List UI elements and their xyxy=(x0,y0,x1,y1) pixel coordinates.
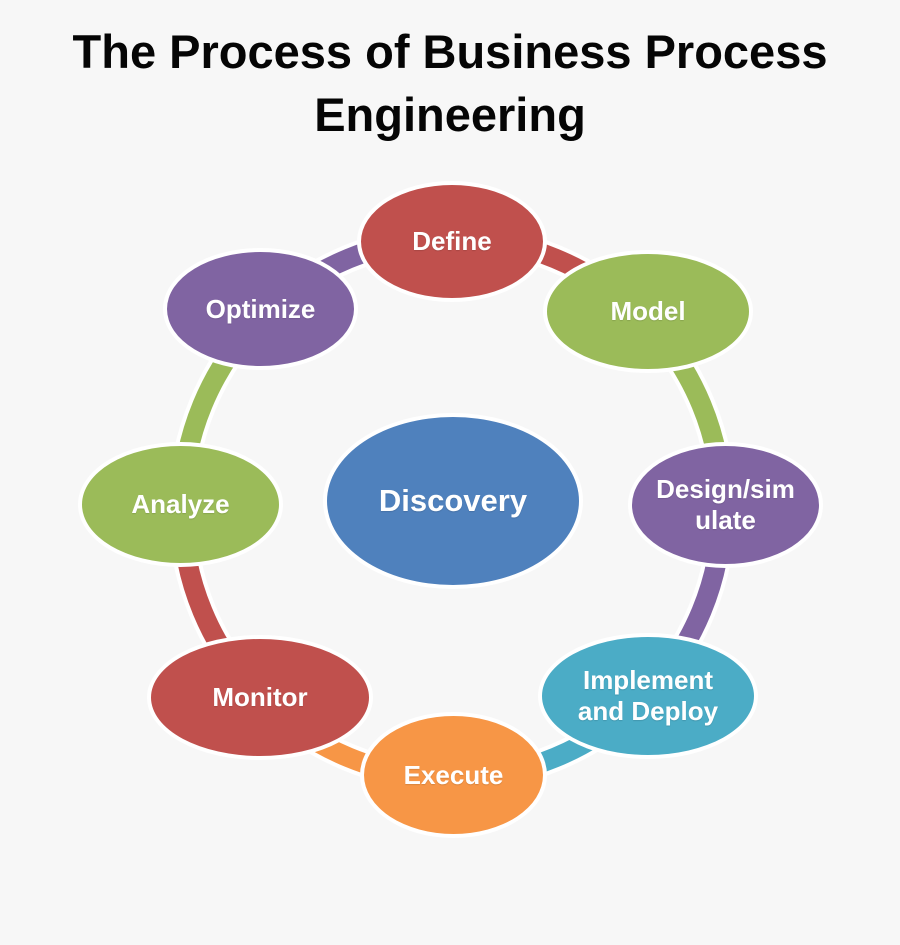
node-optimize-label: Optimize xyxy=(205,293,316,324)
node-monitor: Monitor xyxy=(147,635,373,760)
node-design-simulate-label: Design/sim ulate xyxy=(656,474,795,535)
node-execute-label: Execute xyxy=(403,759,504,790)
node-execute: Execute xyxy=(360,712,547,838)
node-discovery: Discovery xyxy=(323,413,583,589)
node-define-label: Define xyxy=(412,226,492,257)
node-analyze-label: Analyze xyxy=(131,489,230,520)
node-analyze: Analyze xyxy=(78,442,283,567)
node-model: Model xyxy=(543,250,753,373)
node-define: Define xyxy=(357,181,547,302)
node-implement-deploy-label: Implement and Deploy xyxy=(577,665,719,726)
node-model-label: Model xyxy=(610,296,686,327)
node-optimize: Optimize xyxy=(163,248,358,370)
node-implement-deploy: Implement and Deploy xyxy=(538,633,758,759)
diagram-title: The Process of Business Process Engineer… xyxy=(72,25,828,141)
node-design-simulate: Design/sim ulate xyxy=(628,442,823,568)
node-monitor-label: Monitor xyxy=(212,682,308,713)
node-discovery-label: Discovery xyxy=(378,482,528,518)
